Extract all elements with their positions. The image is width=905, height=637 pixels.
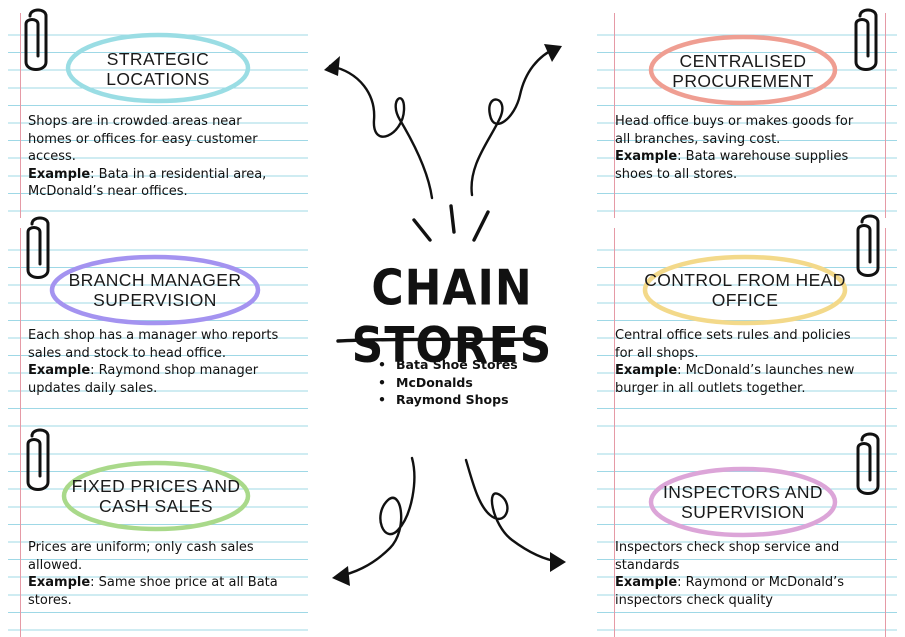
arrow-to-fixed-prices — [336, 456, 416, 578]
card-body: Each shop has a manager who reports sale… — [28, 328, 279, 396]
arrow-to-strategic-locations — [328, 64, 434, 200]
paperclip-icon — [24, 8, 48, 71]
examples-list: Bata Shoe Stores McDonalds Raymond Shops — [376, 356, 518, 409]
card-body: Inspectors check shop service and standa… — [615, 540, 845, 608]
paperclip-icon — [856, 214, 880, 277]
arrow-to-centralised-procurement — [470, 46, 558, 197]
arrowhead-icon — [550, 552, 566, 572]
arrowhead-icon — [544, 44, 562, 62]
accent-stroke — [412, 218, 432, 242]
example-item: McDonalds — [376, 374, 518, 392]
arrow-to-inspectors — [464, 458, 562, 564]
example-label: Example — [615, 363, 678, 379]
accent-stroke — [472, 210, 490, 242]
paperclip-icon — [854, 8, 878, 71]
example-label: Example — [615, 575, 678, 591]
paperclip-icon — [856, 432, 880, 495]
card-body: Prices are uniform; only cash sales allo… — [28, 540, 278, 608]
paperclip-icon — [26, 428, 50, 491]
example-label: Example — [615, 149, 678, 165]
paperclip-icon — [26, 216, 50, 279]
accent-stroke — [449, 204, 456, 234]
example-label: Example — [28, 363, 91, 379]
example-label: Example — [28, 575, 91, 591]
example-item: Raymond Shops — [376, 391, 518, 409]
card-body: Shops are in crowded areas near homes or… — [28, 114, 267, 200]
card-body: Central office sets rules and policies f… — [615, 328, 855, 396]
card-body: Head office buys or makes goods for all … — [615, 114, 854, 182]
arrowhead-icon — [332, 566, 350, 586]
arrowhead-icon — [324, 56, 340, 76]
example-label: Example — [28, 166, 91, 182]
diagram-title: CHAIN STORES — [351, 259, 553, 375]
example-item: Bata Shoe Stores — [376, 356, 518, 374]
